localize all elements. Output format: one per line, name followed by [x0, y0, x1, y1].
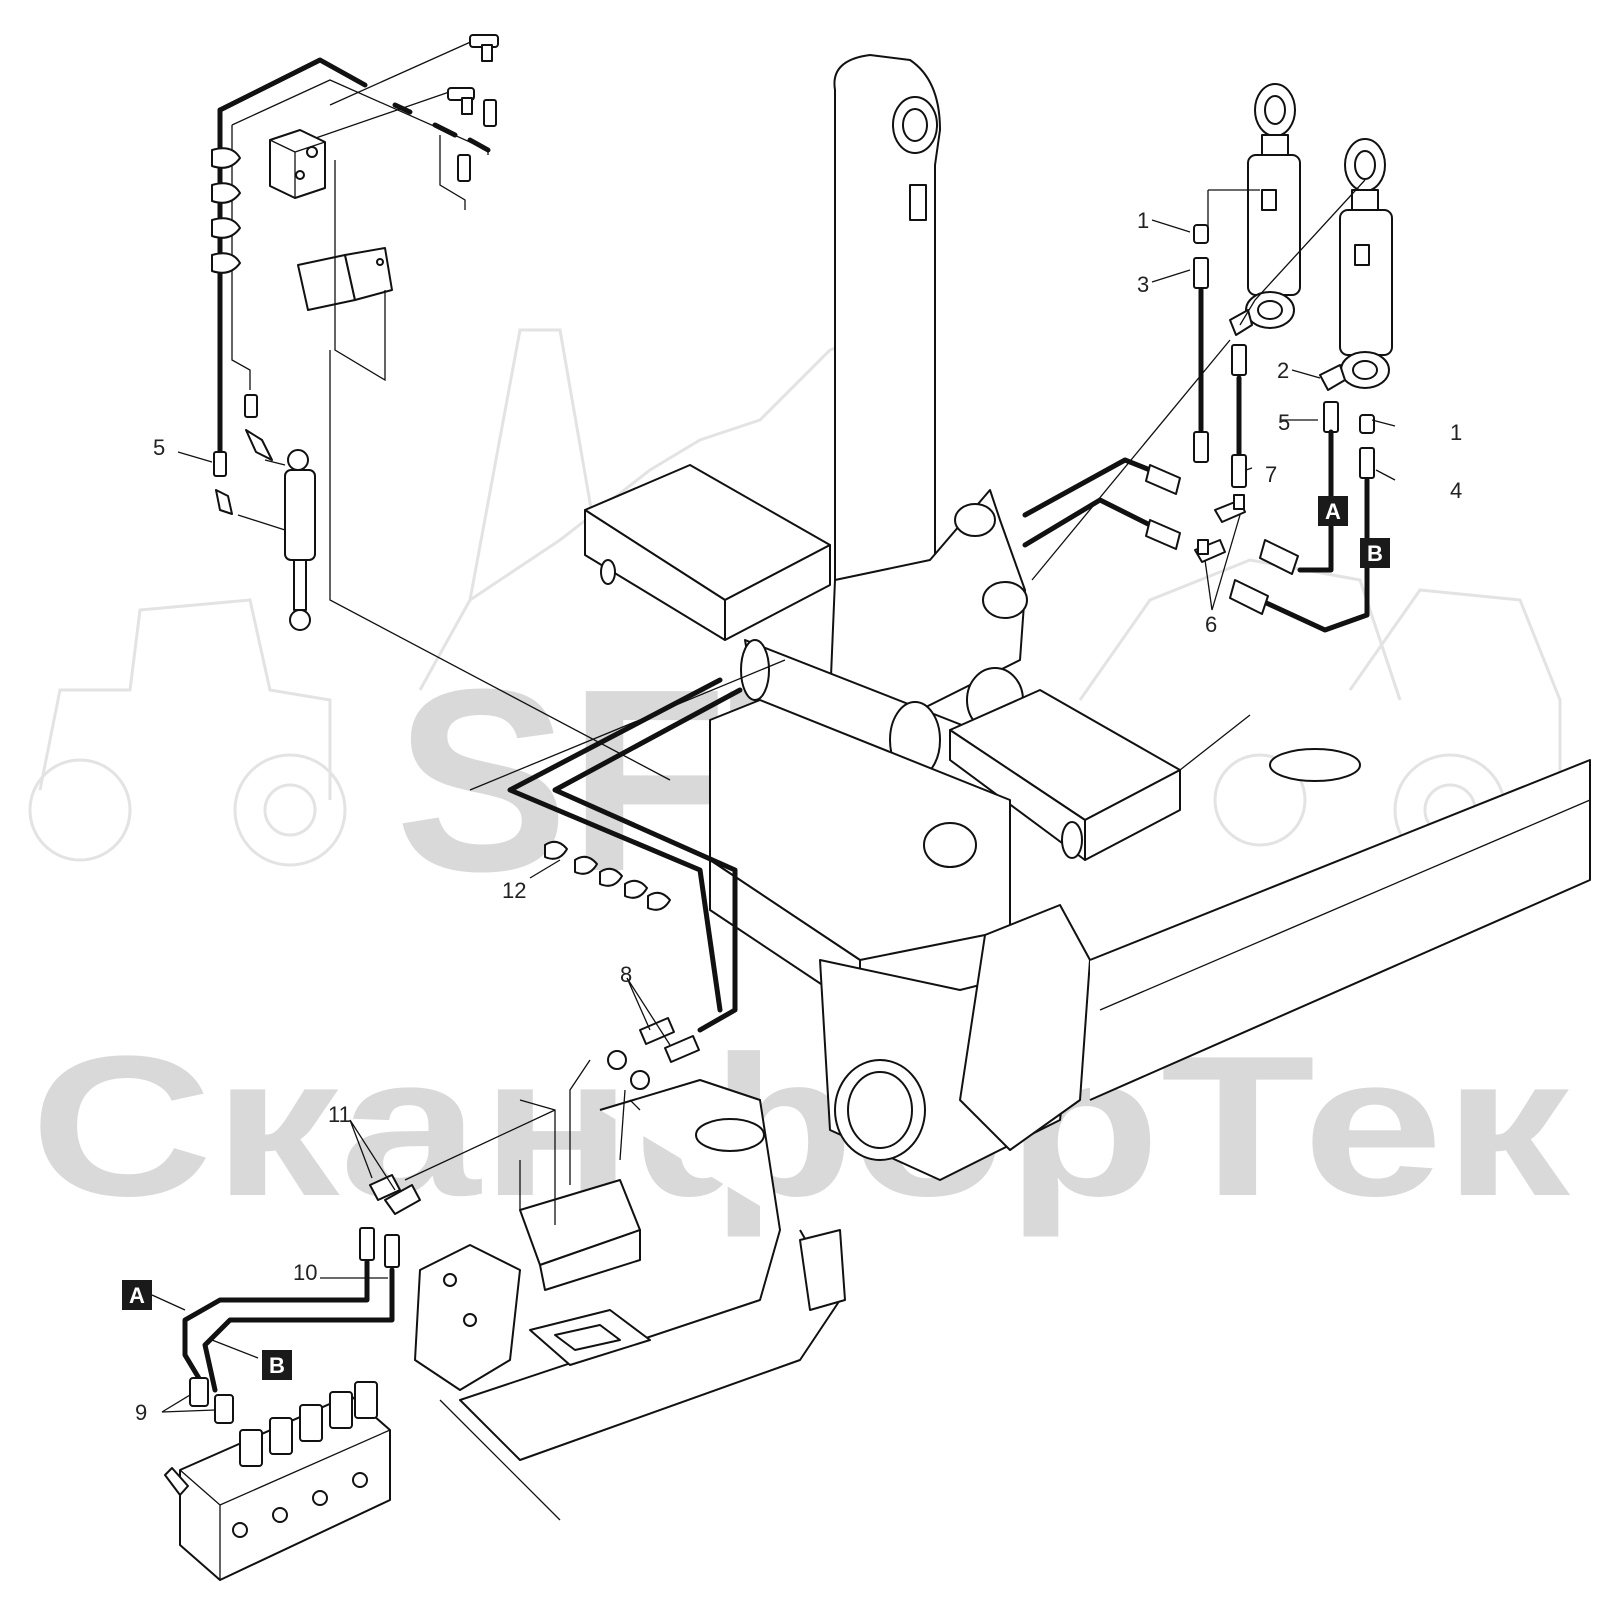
callout-7: 7 — [1265, 462, 1277, 487]
watermark-company: СканфорТек — [30, 1015, 1571, 1238]
callout-5-right: 5 — [1278, 410, 1290, 435]
svg-text:B: B — [1367, 541, 1383, 566]
valve-block — [269, 129, 326, 199]
spiral-guard-left — [211, 147, 241, 274]
multi-section-valve — [164, 1381, 391, 1581]
mounting-bracket — [297, 160, 671, 781]
svg-text:A: A — [129, 1283, 145, 1308]
callout-12: 12 — [502, 878, 526, 903]
spiral-guard-12 — [544, 840, 671, 911]
control-valve-block — [414, 1179, 641, 1391]
callout-9: 9 — [135, 1400, 147, 1425]
top-left-hose-assembly — [211, 34, 671, 781]
callout-1-right: 1 — [1450, 420, 1462, 445]
callout-4: 4 — [1450, 478, 1462, 503]
connector-a-right: A — [1318, 496, 1348, 526]
callout-2: 2 — [1277, 358, 1289, 383]
callout-1-top: 1 — [1137, 208, 1149, 233]
right-cylinder-assembly — [1022, 83, 1393, 633]
callout-10: 10 — [293, 1260, 317, 1285]
left-rotator-box — [584, 464, 831, 641]
lower-hose-assembly — [164, 659, 846, 1581]
tee-fitting-top — [447, 34, 499, 182]
connector-b-left: B — [262, 1350, 292, 1380]
right-cylinder-front — [1245, 83, 1301, 329]
connector-labels: A B A B — [122, 496, 1390, 1380]
callout-leaders — [151, 219, 1396, 1413]
right-cylinder-rear — [1339, 138, 1393, 389]
central-boom-assembly — [584, 54, 1591, 1181]
callout-8: 8 — [620, 962, 632, 987]
callout-5-left: 5 — [153, 435, 165, 460]
svg-text:A: A — [1325, 499, 1341, 524]
watermark: SFT СканфорТек — [28, 328, 1571, 1238]
left-hose-fittings — [213, 394, 273, 515]
connector-a-left: A — [122, 1280, 152, 1310]
callout-numbers: 1 3 2 5 1 7 4 6 5 12 8 11 10 9 — [135, 208, 1462, 1425]
connector-b-right: B — [1360, 538, 1390, 568]
svg-text:B: B — [269, 1353, 285, 1378]
callout-6: 6 — [1205, 612, 1217, 637]
callout-3: 3 — [1137, 272, 1149, 297]
callout-11: 11 — [328, 1102, 351, 1127]
left-hydraulic-cylinder — [237, 449, 316, 631]
